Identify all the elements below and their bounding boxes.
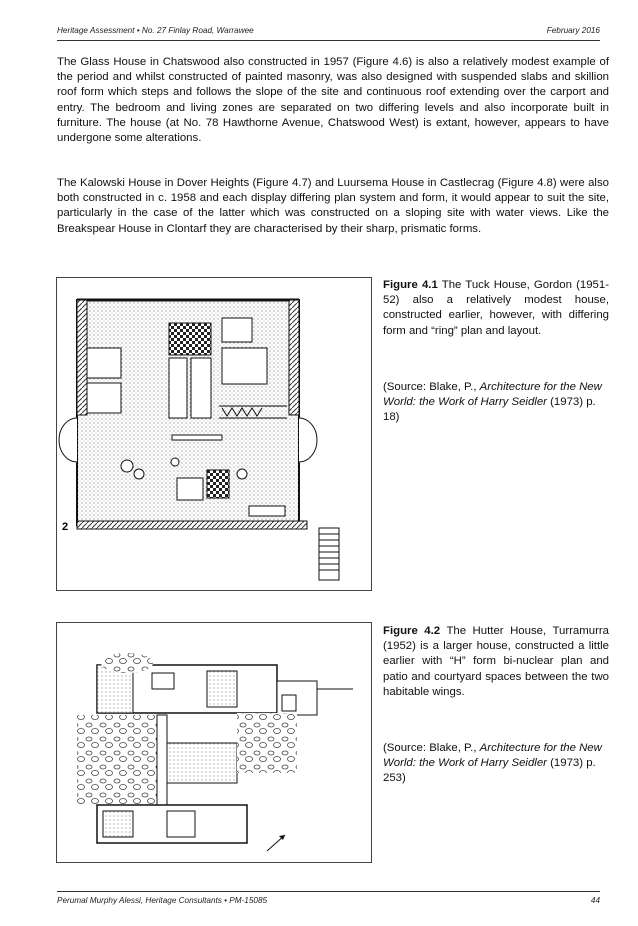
figure-4-2-site-plan <box>56 622 372 863</box>
header-document-title: Heritage Assessment • No. 27 Finlay Road… <box>57 26 254 35</box>
figure-4-2-source: (Source: Blake, P., Architecture for the… <box>383 741 609 787</box>
caption-text: The Tuck House, Gordon (1951-52) also a … <box>383 279 609 337</box>
page-footer: Perumal Murphy Alessi, Heritage Consulta… <box>57 896 600 908</box>
source-prefix: (Source: Blake, P., <box>383 381 480 393</box>
figure-4-1-source: (Source: Blake, P., Architecture for the… <box>383 380 609 426</box>
hutter-house-plan-drawing <box>77 653 353 852</box>
tuck-house-plan-drawing: 2 <box>58 298 340 581</box>
header-rule <box>57 40 600 41</box>
plan-marker: 2 <box>62 521 68 533</box>
header-date: February 2016 <box>546 26 600 35</box>
source-prefix: (Source: Blake, P., <box>383 742 480 754</box>
figure-4-1-floor-plan: 2 <box>56 277 372 591</box>
figure-label: Figure 4.2 <box>383 625 441 637</box>
footer-rule <box>57 891 600 892</box>
footer-consultant: Perumal Murphy Alessi, Heritage Consulta… <box>57 896 268 905</box>
figure-label: Figure 4.1 <box>383 279 438 291</box>
paragraph-glass-house: The Glass House in Chatswood also constr… <box>57 55 609 146</box>
figure-4-1-caption: Figure 4.1 The Tuck House, Gordon (1951-… <box>383 278 609 339</box>
source-suffix: (1973) p. 18) <box>383 396 596 424</box>
source-title: Architecture for the New World: the Work… <box>383 381 602 409</box>
source-title: Architecture for the New World: the Work… <box>383 742 602 770</box>
page-number: 44 <box>590 896 600 905</box>
caption-text: The Hutter House, Turramurra (1952) is a… <box>383 625 609 698</box>
paragraph-kalowski-luursema: The Kalowski House in Dover Heights (Fig… <box>57 176 609 237</box>
paragraph-text: The Glass House in Chatswood also constr… <box>57 56 609 145</box>
figure-4-2-caption: Figure 4.2 The Hutter House, Turramurra … <box>383 624 609 700</box>
paragraph-text: The Kalowski House in Dover Heights (Fig… <box>57 177 609 235</box>
source-suffix: (1973) p. 253) <box>383 757 596 785</box>
page-header: Heritage Assessment • No. 27 Finlay Road… <box>57 26 600 38</box>
